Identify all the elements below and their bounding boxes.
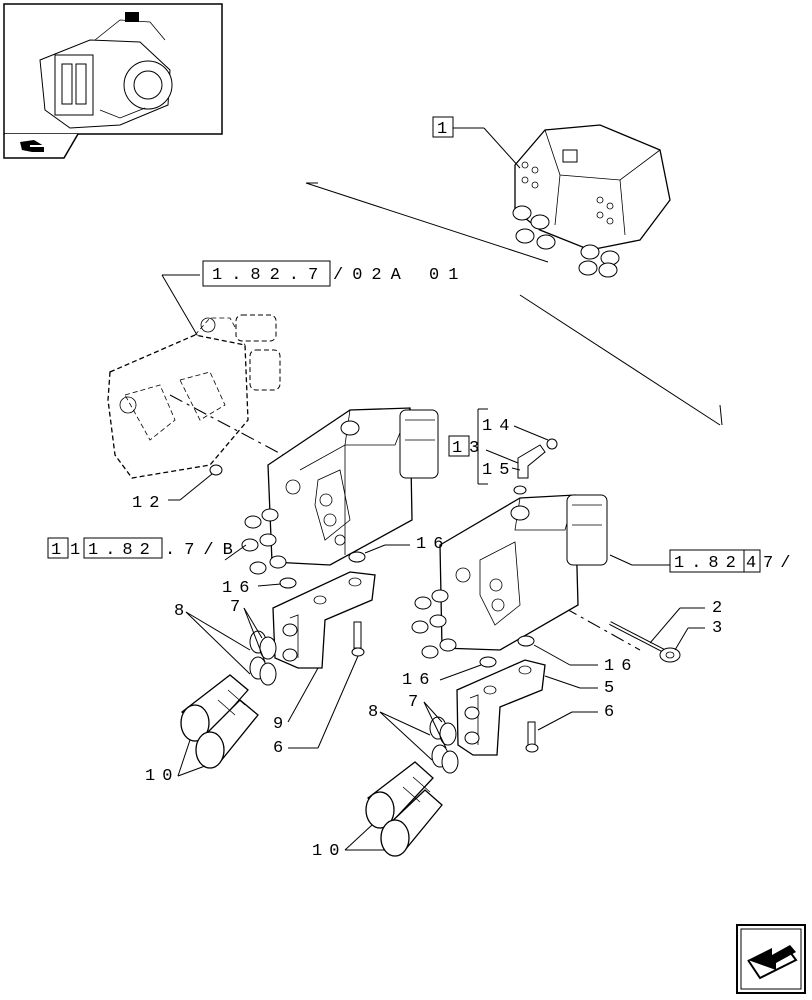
callout-14[interactable]: 14 bbox=[477, 408, 549, 485]
valve-section-a bbox=[241, 407, 439, 575]
svg-text:1.82.7: 1.82.7 bbox=[212, 266, 327, 285]
valve-b-ports bbox=[411, 589, 457, 659]
o-ring-16-c bbox=[517, 635, 535, 647]
svg-text:5: 5 bbox=[604, 679, 621, 698]
ref-left-callout[interactable]: 1.82.7 /02A 01 bbox=[161, 260, 467, 341]
svg-text:10: 10 bbox=[312, 842, 346, 861]
svg-text:10: 10 bbox=[145, 767, 179, 786]
svg-text:9: 9 bbox=[273, 715, 290, 734]
book-flag-icon bbox=[20, 140, 46, 152]
svg-text:15: 15 bbox=[482, 461, 516, 480]
zoom-leader-upper bbox=[305, 182, 549, 263]
callout-16-b[interactable]: 16 bbox=[222, 579, 282, 598]
thumbnail-frame bbox=[3, 3, 223, 159]
ref-right-callout[interactable]: 1.82 4 7/ bbox=[609, 549, 797, 573]
svg-text:7/: 7/ bbox=[763, 554, 797, 573]
callout-7-left[interactable]: 7 bbox=[230, 598, 266, 663]
full-valve-assembly bbox=[512, 124, 671, 278]
callout-12[interactable]: 12 bbox=[132, 473, 213, 513]
svg-text:2: 2 bbox=[712, 599, 729, 618]
ref-13-callout[interactable]: 1 3 bbox=[448, 435, 519, 464]
callout-6-right[interactable]: 6 bbox=[537, 703, 621, 731]
tie-rod-2 bbox=[609, 621, 669, 655]
adjacent-valve-section bbox=[107, 314, 281, 479]
callout-9[interactable]: 9 bbox=[273, 667, 319, 734]
callout-3[interactable]: 3 bbox=[674, 619, 729, 651]
svg-text:.7/B: .7/B bbox=[165, 541, 242, 560]
svg-text:6: 6 bbox=[273, 739, 290, 758]
nut-3 bbox=[659, 647, 681, 663]
svg-text:16: 16 bbox=[604, 657, 638, 676]
callout-7-right[interactable]: 7 bbox=[408, 693, 447, 749]
svg-text:1.82: 1.82 bbox=[88, 541, 157, 560]
port-block-5 bbox=[456, 659, 546, 756]
svg-text:/02A 01: /02A 01 bbox=[333, 266, 467, 285]
zoom-leader-lower bbox=[519, 294, 721, 426]
o-ring-12 bbox=[209, 464, 223, 476]
assembly-couplers bbox=[512, 205, 620, 278]
svg-text:14: 14 bbox=[482, 417, 516, 436]
port-block-9 bbox=[272, 571, 376, 669]
svg-text:8: 8 bbox=[174, 602, 191, 621]
svg-text:16: 16 bbox=[222, 579, 256, 598]
quick-couplers-left bbox=[180, 674, 259, 769]
zoom-leader-tick bbox=[719, 404, 723, 426]
callout-10-right[interactable]: 10 bbox=[312, 824, 385, 861]
svg-text:1: 1 bbox=[452, 439, 469, 458]
svg-text:1: 1 bbox=[70, 541, 87, 560]
seal-rings-right bbox=[429, 716, 459, 774]
callout-6-left[interactable]: 6 bbox=[273, 655, 359, 758]
quick-couplers-right bbox=[365, 761, 443, 857]
callout-2[interactable]: 2 bbox=[649, 599, 729, 644]
svg-text:7: 7 bbox=[408, 693, 425, 712]
ref-lower-left-callout[interactable]: 1 1 1.82 .7/B bbox=[47, 537, 247, 561]
svg-text:3: 3 bbox=[712, 619, 729, 638]
svg-text:7: 7 bbox=[230, 598, 247, 617]
svg-text:4: 4 bbox=[746, 554, 763, 573]
svg-text:8: 8 bbox=[368, 703, 385, 722]
callout-16-c[interactable]: 16 bbox=[533, 644, 638, 676]
valve-a-ports bbox=[241, 508, 287, 575]
o-ring-16-b bbox=[279, 577, 297, 589]
svg-text:6: 6 bbox=[604, 703, 621, 722]
callout-5[interactable]: 5 bbox=[544, 675, 621, 698]
callout-15[interactable]: 15 bbox=[482, 461, 521, 480]
elbow-fitting-15 bbox=[513, 438, 558, 495]
axis-line-left bbox=[169, 394, 331, 481]
svg-text:12: 12 bbox=[132, 494, 166, 513]
svg-text:1.82: 1.82 bbox=[674, 554, 743, 573]
o-ring-16-d bbox=[479, 656, 497, 668]
seal-rings-left bbox=[249, 630, 277, 686]
screw-6-left bbox=[351, 621, 365, 657]
svg-text:3: 3 bbox=[469, 439, 486, 458]
next-page-arrow-icon[interactable] bbox=[736, 924, 806, 994]
svg-text:1: 1 bbox=[437, 120, 454, 139]
valve-section-b bbox=[411, 494, 608, 659]
callout-8-left[interactable]: 8 bbox=[174, 602, 251, 675]
tractor-rear-thumbnail-icon bbox=[39, 12, 173, 129]
svg-text:1: 1 bbox=[51, 541, 68, 560]
callout-16-a[interactable]: 16 bbox=[364, 535, 450, 554]
o-ring-16-a bbox=[348, 551, 366, 563]
ref-1-callout[interactable]: 1 bbox=[432, 116, 521, 169]
svg-text:16: 16 bbox=[402, 671, 436, 690]
callout-16-d[interactable]: 16 bbox=[402, 664, 482, 690]
screw-6-right bbox=[525, 721, 539, 753]
svg-text:16: 16 bbox=[416, 535, 450, 554]
callout-8-right[interactable]: 8 bbox=[368, 703, 433, 761]
callout-10-left[interactable]: 10 bbox=[145, 739, 206, 786]
